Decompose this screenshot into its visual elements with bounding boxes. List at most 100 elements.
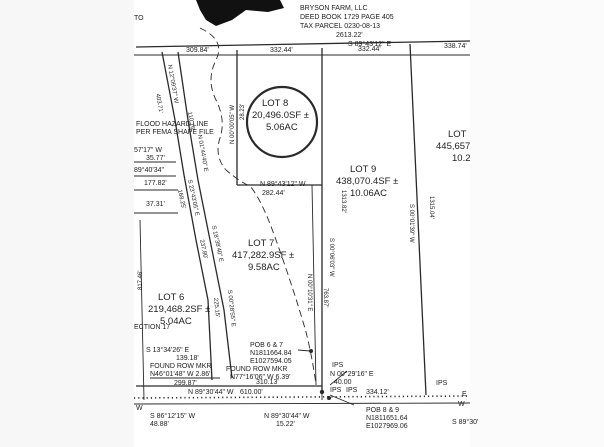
header-deed: DEED BOOK 1729 PAGE 405: [300, 14, 394, 21]
lot6-area-ac: 5.04AC: [160, 316, 192, 327]
pob-6-7-marker-icon: [309, 349, 313, 353]
stream-line-east: [177, 51, 233, 379]
bottom-found-1: FOUND ROW MKR: [150, 363, 211, 370]
lot8-north-call: N 89°43'12" W: [260, 180, 306, 188]
bottom-call-8: 334.12': [366, 389, 389, 396]
stream-call-4-dist: 237.80': [198, 239, 208, 259]
lot7-east-dist: 763.87': [322, 288, 328, 308]
lot8-area-ac: 5.06AC: [266, 122, 298, 133]
bottom-call-10-dist: 48.88': [150, 421, 169, 428]
section-label: ECTION 17: [134, 324, 170, 331]
leader-ips1: [329, 370, 348, 386]
header-distance: 2613.22': [336, 32, 363, 39]
left-vertical-line: [139, 219, 145, 401]
lot8-area-sf: 20,496.0SF ±: [252, 110, 309, 121]
lot-right-area-sf: 445,657: [436, 141, 470, 152]
pob-6-7-label: POB 6 & 7: [250, 342, 283, 349]
pob-8-9-marker-icon: [327, 396, 331, 400]
lot6-area-sf: 219,468.2SF ±: [148, 304, 210, 315]
stream-line-west: [161, 51, 213, 381]
lot8-title: LOT 8: [262, 98, 288, 109]
pob-8-9-northing: N1811651.64: [366, 415, 408, 422]
ips-label-3: IPS: [346, 387, 358, 394]
flood-hazard-line: [199, 27, 317, 385]
tree-canopy-icon: [196, 0, 284, 26]
bottom-call-7: N77°16'06" W 6.39': [230, 373, 291, 381]
leader-pob1: [297, 349, 311, 352]
top-distance-1: 309.84': [186, 47, 209, 54]
top-distance-2: 332.44': [270, 47, 293, 54]
ips-marker-icon: [319, 389, 325, 395]
lot9-east-dist: 1315.04': [428, 196, 434, 219]
left-call-5: 817.46': [138, 271, 144, 291]
leader-pob2: [329, 394, 355, 406]
bottom-call-9-dist: 15.22': [276, 421, 295, 428]
lot9-east-call: S 00°01'39" W: [408, 204, 414, 243]
pob-8-9-easting: E1027969.06: [366, 423, 408, 430]
ips-label-1: IPS: [332, 362, 344, 369]
lot7-area-sf: 417,282.9SF ±: [232, 250, 294, 261]
lot7-title: LOT 7: [248, 238, 274, 249]
top-distance-4: 338.74': [444, 43, 467, 50]
lot8-north-dist: 282.44': [262, 190, 285, 197]
stream-call-3-dist: 168.25': [176, 189, 186, 209]
right-margin-shade: [470, 0, 604, 447]
ips-label-2: IPS: [330, 387, 342, 394]
stream-call-2-dist: 110.16': [186, 111, 195, 131]
north-boundary-line: [135, 40, 471, 48]
lot8-highlight-circle: [245, 85, 319, 159]
lot6-title: LOT 6: [158, 292, 184, 303]
left-call-3: 177.82': [144, 180, 167, 187]
lot8-west-call: N 00°00'05" W: [230, 105, 236, 144]
bottom-call-10: S 86°12'15" W: [150, 412, 196, 420]
stream-call-1-dist: 403.71': [154, 93, 163, 113]
lot-right-title: LOT: [448, 129, 467, 140]
lot8-west-dist: 28.23': [240, 104, 246, 120]
road-dotted-line: [133, 395, 471, 399]
flood-label-line1: FLOOD HAZARD LINE: [136, 121, 209, 128]
bottom-call-2: N46°01'48" W 2.86': [150, 370, 211, 378]
lot9-title: LOT 9: [350, 164, 376, 175]
header-owner: BRYSON FARM, LLC: [300, 5, 368, 12]
pob-6-7-easting: E1027594.05: [250, 358, 292, 365]
bottom-call-9: N 89°30'44" W: [264, 412, 310, 420]
stream-call-5: S 00°28'55" E: [226, 290, 236, 327]
left-call-4: 37.31': [146, 201, 165, 208]
header-to-fragment: TO: [134, 15, 144, 22]
bottom-call-c6: N 00°29'16" E: [330, 370, 374, 378]
stream-call-5-dist: 225.15': [212, 298, 220, 318]
lot9-area-sf: 438,070.4SF ±: [336, 176, 398, 187]
bottom-call-c6-dist: 40.00: [334, 379, 352, 386]
bottom-partial-e: E: [462, 391, 467, 398]
lot7-east-call: N 00°10'31" E: [306, 274, 312, 311]
bottom-call-4: N 89°30'44" W: [188, 388, 234, 396]
left-call-2: 89°40'34": [134, 166, 164, 174]
bottom-call-1: S 13°34'26" E: [146, 346, 190, 354]
bottom-call-11: S 89°30': [452, 418, 478, 426]
left-call-1-dist: 35.77': [146, 155, 165, 162]
pob-6-7-northing: N1811664.84: [250, 350, 292, 357]
lot9-east-line: [409, 43, 427, 396]
road-line-lower: [133, 402, 471, 405]
lot7-east-line: [311, 184, 317, 386]
bottom-call-5: 610.00': [240, 389, 263, 396]
bottom-call-6: 310.13': [256, 379, 279, 386]
bottom-call-1-dist: 139.18': [176, 355, 199, 362]
bottom-w-2: W: [458, 401, 465, 408]
lot7-area-ac: 9.58AC: [248, 262, 280, 273]
bottom-w-1: W: [136, 405, 143, 412]
pob-8-9-label: POB 8 & 9: [366, 407, 399, 414]
bottom-call-3: 299.87': [174, 380, 197, 387]
lot9-west-call: S 00°06'03" W: [328, 238, 334, 277]
lot9-west-dist: 1313.82': [340, 190, 346, 213]
header-parcel: TAX PARCEL 0230-08-13: [300, 23, 380, 30]
left-call-1: 57'17" W: [134, 147, 162, 154]
lot9-area-ac: 10.06AC: [350, 188, 387, 199]
left-margin-shade: [0, 0, 134, 447]
ips-label-4: IPS: [436, 380, 448, 387]
header-bearing: S 89°43'12" E: [348, 40, 392, 48]
lot-right-area-ac: 10.2: [452, 153, 471, 164]
top-distance-3: 332.44': [358, 46, 381, 53]
flood-label-line2: PER FEMA SHAPE FILE: [136, 129, 214, 136]
